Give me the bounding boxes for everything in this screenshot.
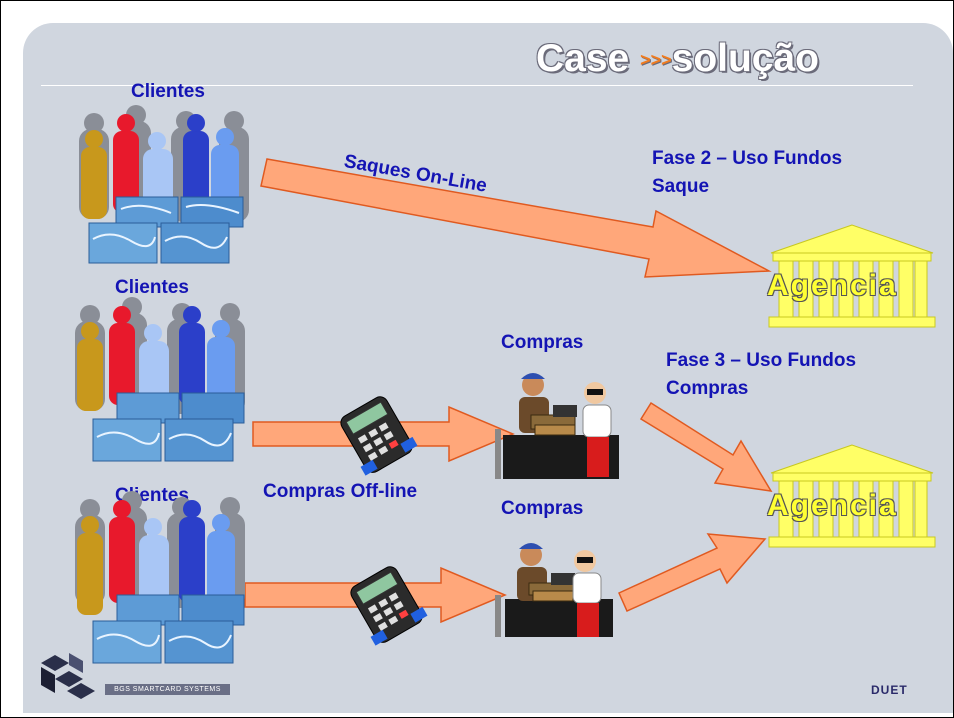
company-logo-icon: [41, 653, 95, 699]
store-checkout-icon: [495, 543, 613, 637]
offline-label: Compras Off-line: [263, 481, 418, 502]
card-images: [92, 594, 245, 664]
clients-illustration-1: [79, 105, 249, 264]
card-terminal-icon: [350, 566, 428, 646]
company-name: BGS SMARTCARD SYSTEMS: [105, 684, 230, 695]
phase3-arrow-upper: [639, 401, 773, 492]
title-main: Case: [536, 37, 630, 80]
online-arrow: [260, 158, 772, 278]
store-checkout-icon: [495, 373, 619, 479]
clients-illustration-3: [75, 491, 245, 664]
purchase-label-1: Compras: [501, 332, 584, 353]
slide-title: Case >>>solução: [536, 37, 819, 81]
card-terminal-icon: [340, 396, 418, 476]
card-images: [88, 196, 244, 264]
agency-label-2: Agencia: [767, 489, 898, 522]
purchase-label-2: Compras: [501, 498, 584, 519]
clients-illustration-2: [75, 297, 245, 462]
people-icon: [75, 297, 245, 414]
card-images: [92, 392, 245, 462]
phase2-line2: Saque: [652, 176, 710, 197]
phase3-arrow-lower: [618, 533, 767, 612]
group-label-2: Clientes: [115, 277, 189, 298]
people-icon: [75, 491, 245, 615]
bank-building-icon: [768, 444, 936, 548]
group-label-1: Clientes: [131, 81, 205, 102]
agency-label-1: Agencia: [767, 269, 898, 302]
brand-logo: DUET: [871, 683, 908, 697]
title-rule: [41, 85, 913, 86]
phase2-line1: Fase 2 – Uso Fundos: [652, 148, 843, 169]
title-separator: >>>: [640, 50, 672, 71]
title-sub: solução: [671, 37, 819, 80]
phase3-line1: Fase 3 – Uso Fundos: [666, 350, 857, 371]
phase2-label: Fase 2 – Uso Fundos Saque: [652, 145, 842, 201]
phase3-label: Fase 3 – Uso Fundos Compras: [666, 347, 856, 403]
phase3-line2: Compras: [666, 378, 749, 399]
bank-building-icon: [768, 224, 936, 328]
